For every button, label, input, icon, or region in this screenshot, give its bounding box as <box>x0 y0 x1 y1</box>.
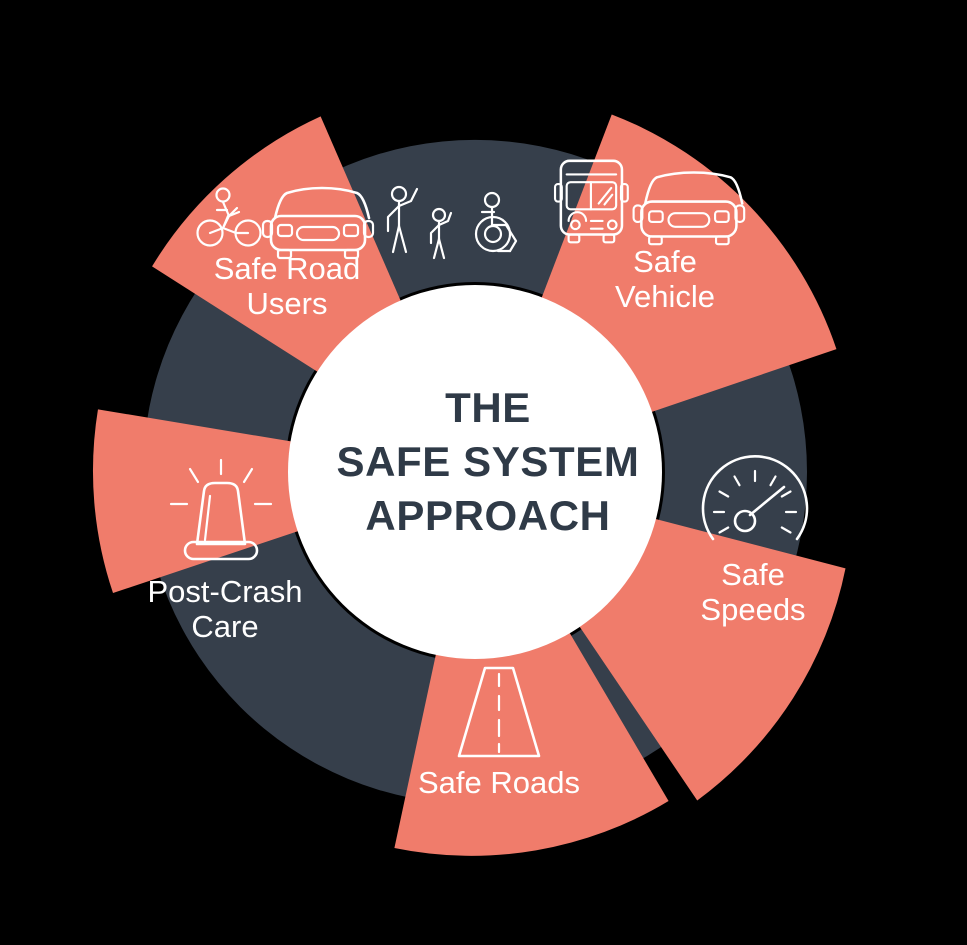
center-hub <box>288 285 662 659</box>
segment-label-safe-roads-line-1: Safe Roads <box>418 765 580 800</box>
segment-post-crash-care[interactable]: Post-Crash Care <box>147 458 303 644</box>
wheelchair-user-icon <box>474 191 518 253</box>
road-perspective-icon <box>457 666 541 758</box>
segment-label-post-crash-care-line-1: Post-Crash <box>147 574 302 609</box>
center-title-line-3: APPROACH <box>365 492 610 539</box>
road-users-icon <box>196 185 518 260</box>
emergency-beacon-icon <box>169 458 273 561</box>
page-title: THE SAFE SYSTEM APPROACH <box>337 384 640 539</box>
speedometer-icon <box>701 455 809 541</box>
segment-safe-vehicle[interactable]: Safe Vehicle <box>553 159 746 314</box>
segment-label-safe-speeds-line-2: Speeds <box>700 592 805 627</box>
segment-safe-roads[interactable]: Safe Roads <box>418 666 580 800</box>
cyclist-icon <box>196 187 262 247</box>
pedestrian-child-icon <box>429 207 453 260</box>
center-title-line-2: SAFE SYSTEM <box>337 438 640 485</box>
segment-label-post-crash-care-line-2: Care <box>191 609 258 644</box>
segment-label-safe-vehicle-line-1: Safe <box>633 244 697 279</box>
segment-safe-road-users[interactable]: Safe Road Users <box>196 185 518 321</box>
pedestrian-adult-icon <box>386 185 419 254</box>
segment-label-safe-road-users-line-1: Safe Road <box>214 251 361 286</box>
car-front-icon <box>261 186 375 260</box>
center-title-line-1: THE <box>445 384 531 431</box>
segment-label-safe-road-users-line-2: Users <box>247 286 328 321</box>
segment-label-safe-speeds-line-1: Safe <box>721 557 785 592</box>
bus-and-car-icon <box>553 159 746 246</box>
segment-safe-speeds[interactable]: Safe Speeds <box>700 455 809 627</box>
petal-post-crash-care[interactable] <box>92 409 475 594</box>
segment-label-safe-vehicle-line-2: Vehicle <box>615 279 715 314</box>
